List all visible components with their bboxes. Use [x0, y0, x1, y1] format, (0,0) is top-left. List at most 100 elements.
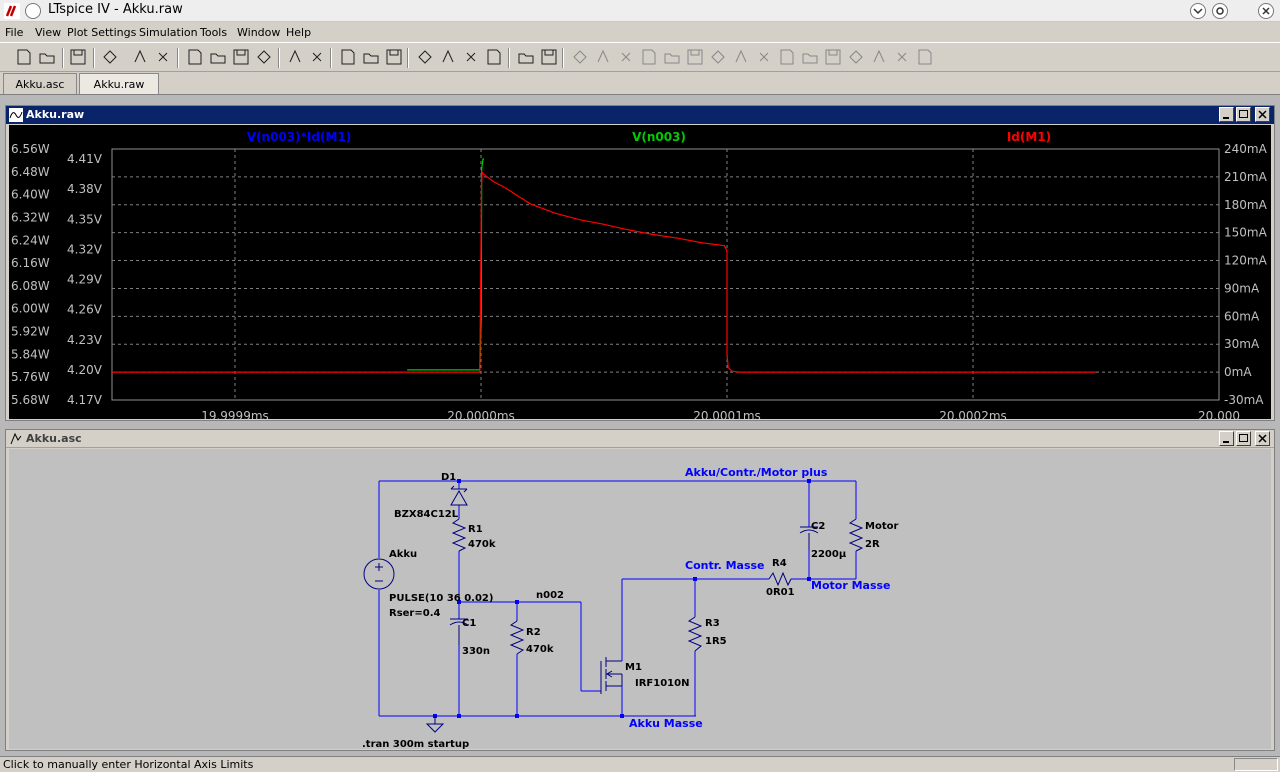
- waveform-maximize-button[interactable]: [1236, 107, 1251, 122]
- component-button[interactable]: [731, 47, 751, 67]
- find-button[interactable]: [484, 47, 504, 67]
- cut-button[interactable]: [415, 47, 435, 67]
- capacitor-button[interactable]: [662, 47, 682, 67]
- spice-directive-icon: [918, 49, 932, 65]
- copy-button[interactable]: [438, 47, 458, 67]
- save-icon: [70, 49, 86, 65]
- control-panel-button[interactable]: [100, 47, 120, 67]
- m1-label: M1: [625, 662, 642, 673]
- m1-value: IRF1010N: [635, 678, 689, 689]
- schematic-maximize-button[interactable]: [1236, 431, 1251, 446]
- y-left-inner-tick-label: 4.35V: [67, 212, 103, 226]
- legend-power[interactable]: V(n003)*Id(M1): [247, 130, 351, 144]
- close-icon: [1262, 7, 1270, 15]
- schematic-window-titlebar[interactable]: Akku.asc: [6, 430, 1274, 448]
- net-label-contr-masse: Contr. Masse: [685, 559, 765, 572]
- drag-button[interactable]: [777, 47, 797, 67]
- zoom-in-button[interactable]: [185, 47, 205, 67]
- wire-button[interactable]: [570, 47, 590, 67]
- inductor-button[interactable]: [685, 47, 705, 67]
- spice-directive-button[interactable]: [915, 47, 935, 67]
- zoom-pan-button[interactable]: [208, 47, 228, 67]
- motor-value: 2R: [865, 539, 880, 550]
- tran-directive[interactable]: .tran 300m startup: [362, 739, 469, 750]
- window-title: LTspice IV - Akku.raw: [48, 2, 183, 17]
- cascade-button[interactable]: [384, 47, 404, 67]
- menu-view[interactable]: View: [35, 26, 62, 39]
- waveform-minimize-button[interactable]: [1219, 107, 1234, 122]
- print-button[interactable]: [539, 47, 559, 67]
- schematic-window[interactable]: Akku.asc: [5, 429, 1275, 751]
- y-left-inner-tick-label: 4.23V: [67, 333, 103, 347]
- tile-horizontal-icon: [363, 53, 379, 64]
- y-right-tick-label: 240mA: [1224, 142, 1268, 156]
- halt-button[interactable]: [153, 47, 173, 67]
- minimize-button[interactable]: [1190, 3, 1206, 19]
- paste-button[interactable]: [461, 47, 481, 67]
- menu-simulation[interactable]: Simulation: [139, 26, 198, 39]
- menu-plot-settings[interactable]: Plot Settings: [67, 26, 137, 39]
- window-menu-button[interactable]: [25, 3, 41, 19]
- schematic-canvas[interactable]: D1 BZX84C12L R1 470k Akku PULSE(10 36 0.…: [9, 449, 1271, 750]
- maximize-button[interactable]: [1212, 3, 1228, 19]
- resistor-button[interactable]: [639, 47, 659, 67]
- run-button[interactable]: [130, 47, 150, 67]
- menu-window[interactable]: Window: [237, 26, 281, 39]
- resistor-icon: [642, 49, 656, 65]
- text-button[interactable]: [892, 47, 912, 67]
- tab-akku-asc[interactable]: Akku.asc: [3, 73, 77, 94]
- y-left-outer-tick-label: 6.16W: [11, 256, 50, 270]
- ground-button[interactable]: [593, 47, 613, 67]
- undo-icon: [802, 53, 818, 64]
- waveform-window-titlebar[interactable]: Akku.raw: [6, 106, 1274, 124]
- cut-icon: [418, 50, 432, 64]
- tile-horizontal-button[interactable]: [361, 47, 381, 67]
- net-label-plus: Akku/Contr./Motor plus: [685, 466, 828, 479]
- tile-vertical-button[interactable]: [338, 47, 358, 67]
- save-button[interactable]: [68, 47, 88, 67]
- zoom-in-icon: [188, 49, 202, 65]
- menu-file[interactable]: File: [5, 26, 24, 39]
- label-net-button[interactable]: [616, 47, 636, 67]
- title-bar: LTspice IV - Akku.raw: [0, 0, 1280, 22]
- zoom-out-button[interactable]: [231, 47, 251, 67]
- rotate-button[interactable]: [846, 47, 866, 67]
- diode-button[interactable]: [708, 47, 728, 67]
- trace-vn003[interactable]: [407, 158, 484, 371]
- legend-idm1[interactable]: Id(M1): [1007, 130, 1051, 144]
- menu-help[interactable]: Help: [286, 26, 312, 39]
- undo-button[interactable]: [800, 47, 820, 67]
- menu-tools[interactable]: Tools: [200, 26, 228, 39]
- zoom-cancel-button[interactable]: [254, 47, 274, 67]
- redo-button[interactable]: [823, 47, 843, 67]
- move-button[interactable]: [754, 47, 774, 67]
- print-setup-button[interactable]: [516, 47, 536, 67]
- schematic-close-button[interactable]: [1255, 431, 1270, 446]
- trace-idm1[interactable]: [112, 170, 1096, 373]
- x-tick-label: 20.0001ms: [693, 409, 761, 419]
- y-right-tick-label: 150mA: [1224, 226, 1268, 240]
- cursor-button[interactable]: [307, 47, 327, 67]
- tab-akku-raw[interactable]: Akku.raw: [79, 73, 159, 94]
- mirror-button[interactable]: [869, 47, 889, 67]
- legend-vn003[interactable]: V(n003): [632, 130, 686, 144]
- r4-value: 0R01: [766, 587, 795, 598]
- y-right-tick-label: 90mA: [1224, 281, 1260, 295]
- cursor-icon: [312, 52, 322, 62]
- status-bar: Click to manually enter Horizontal Axis …: [0, 756, 1280, 772]
- rotate-icon: [849, 50, 863, 64]
- y-left-outer-tick-label: 5.68W: [11, 393, 50, 407]
- autorange-button[interactable]: [285, 47, 305, 67]
- waveform-close-button[interactable]: [1255, 107, 1270, 122]
- close-button[interactable]: [1258, 3, 1274, 19]
- y-left-outer-tick-label: 6.32W: [11, 210, 50, 224]
- schematic-svg[interactable]: D1 BZX84C12L R1 470k Akku PULSE(10 36 0.…: [9, 449, 1271, 750]
- schematic-minimize-button[interactable]: [1219, 431, 1234, 446]
- new-schematic-button[interactable]: [14, 47, 34, 67]
- open-button[interactable]: [37, 47, 57, 67]
- zoom-cancel-icon: [257, 50, 271, 64]
